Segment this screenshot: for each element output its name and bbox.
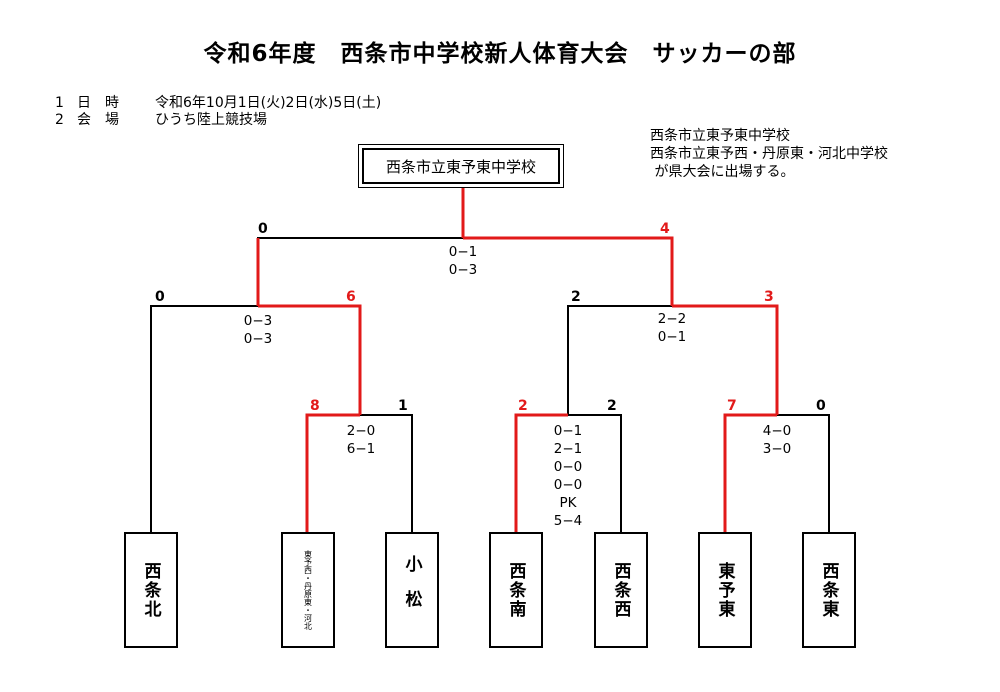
final-right-score: 4 (660, 221, 670, 237)
qualification-note: 西条市立東予東中学校 西条市立東予西・丹原東・河北中学校 が県大会に出場する。 (650, 127, 888, 181)
qf3-right-line (777, 414, 830, 532)
qf2-right-score: 2 (607, 398, 617, 414)
info-row-datetime: 1 日 時 令和6年10月1日(火)2日(水)5日(土) (55, 92, 381, 112)
result-line: 0−1 (448, 244, 478, 260)
team-name: 西条西 (610, 561, 631, 619)
info-number: 1 (55, 95, 64, 111)
result-line: 0−1 (553, 423, 583, 439)
note-line: が県大会に出場する。 (650, 164, 795, 180)
final-result: 0−1 0−3 (443, 243, 483, 279)
qf1-left-score: 8 (310, 398, 320, 414)
sf2-left-score: 2 (571, 289, 581, 305)
qf2-right-line (568, 414, 622, 532)
sf2-winner-line (672, 304, 779, 415)
page-title: 令和6年度 西条市中学校新人体育大会 サッカーの部 (203, 41, 797, 67)
result-line: PK (559, 495, 577, 511)
info-value: 令和6年10月1日(火)2日(水)5日(土) (155, 95, 382, 111)
sf2-result: 2−2 0−1 (652, 310, 692, 346)
note-line: 西条市立東予東中学校 (650, 128, 790, 144)
winner-lines (256, 188, 779, 532)
qf1-winner-line (305, 413, 360, 532)
result-line: 5−4 (553, 513, 583, 529)
result-line: 0−0 (553, 477, 583, 493)
result-line: 2−0 (346, 423, 376, 439)
team-name: 東予西・丹原東・河北 (303, 550, 313, 630)
result-line: 3−0 (762, 441, 792, 457)
result-line: 0−3 (243, 313, 273, 329)
sf1-result: 0−3 0−3 (238, 312, 278, 348)
result-line: 0−0 (553, 459, 583, 475)
qf2-result: 0−1 2−1 0−0 0−0 PK 5−4 (548, 422, 588, 530)
sf1-winner-line (258, 304, 362, 415)
note-line: 西条市立東予西・丹原東・河北中学校 (650, 146, 888, 162)
info-label: 日 時 (77, 95, 119, 111)
sf1-left-score: 0 (155, 289, 165, 305)
sf2-right-score: 3 (764, 289, 774, 305)
qf3-left-score: 7 (727, 398, 737, 414)
team-box-komatsu: 小松 (385, 532, 439, 648)
team-name: 西条東 (818, 561, 839, 619)
sf2-left-line (567, 305, 672, 415)
bracket-lines (150, 237, 830, 532)
team-box-toyo-nishi-combined: 東予西・丹原東・河北 (281, 532, 335, 648)
sf1-left-line (150, 305, 258, 532)
final-right-line (463, 236, 674, 306)
final-left-line (257, 237, 463, 300)
team-name: 東予東 (714, 561, 735, 619)
result-line: 6−1 (346, 441, 376, 457)
team-box-toyo-higashi: 東予東 (698, 532, 752, 648)
qf2-left-score: 2 (518, 398, 528, 414)
result-line: 2−1 (553, 441, 583, 457)
result-line: 0−3 (243, 331, 273, 347)
qf3-winner-line (723, 413, 777, 532)
final-left-score: 0 (258, 221, 268, 237)
team-name: 西条南 (505, 561, 526, 619)
info-label: 会 場 (77, 112, 119, 128)
result-line: 0−3 (448, 262, 478, 278)
info-number: 2 (55, 112, 64, 128)
qf3-result: 4−0 3−0 (757, 422, 797, 458)
champion-box: 西条市立東予東中学校 (358, 144, 564, 188)
result-line: 4−0 (762, 423, 792, 439)
team-box-saijo-nishi: 西条西 (594, 532, 648, 648)
qf1-right-line (360, 414, 413, 532)
qf1-result: 2−0 6−1 (341, 422, 381, 458)
qf3-right-score: 0 (816, 398, 826, 414)
qf2-winner-line (514, 413, 568, 532)
team-box-saijo-kita: 西条北 (124, 532, 178, 648)
info-row-venue: 2 会 場 ひうち陸上競技場 (55, 109, 267, 129)
info-value: ひうち陸上競技場 (155, 112, 267, 128)
result-line: 2−2 (657, 311, 687, 327)
qf1-right-score: 1 (398, 398, 408, 414)
result-line: 0−1 (657, 329, 687, 345)
team-name: 西条北 (140, 561, 161, 619)
sf1-right-score: 6 (346, 289, 356, 305)
team-box-saijo-higashi: 西条東 (802, 532, 856, 648)
team-box-saijo-minami: 西条南 (489, 532, 543, 648)
team-name: 小松 (401, 555, 422, 625)
champion-name: 西条市立東予東中学校 (362, 148, 560, 184)
